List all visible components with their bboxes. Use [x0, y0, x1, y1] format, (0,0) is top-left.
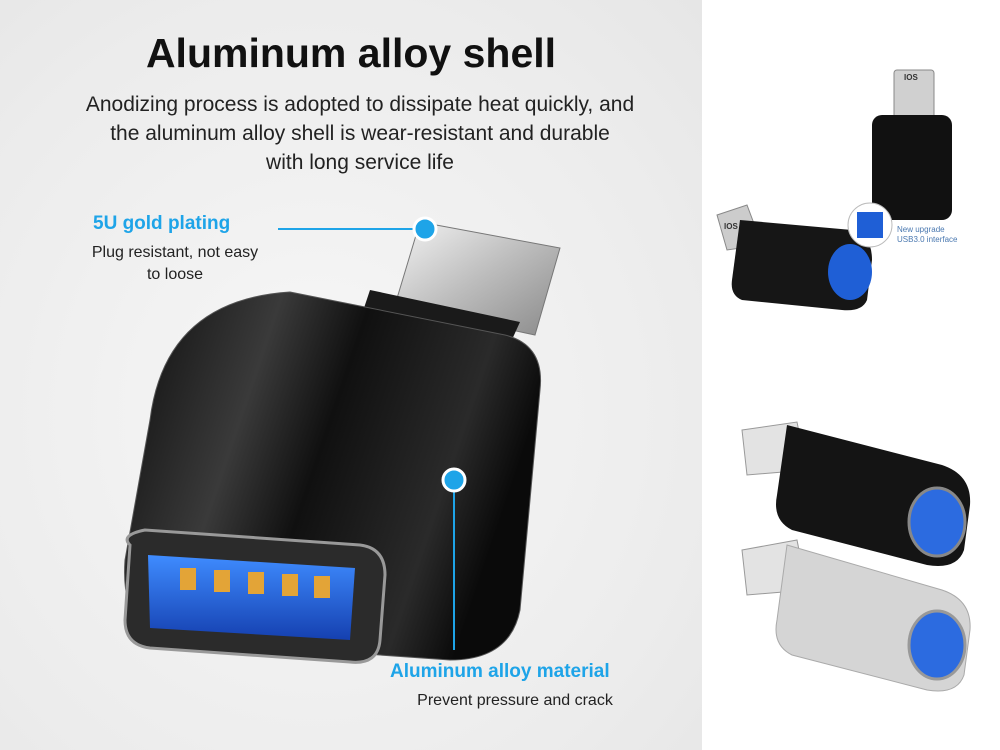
callout-line: Plug resistant, not easy	[91, 244, 259, 261]
callout-dot	[441, 467, 467, 493]
callout-material-text: Prevent pressure and crack	[380, 690, 650, 712]
headline: Aluminum alloy shell	[145, 30, 557, 76]
upgrade-note-line: New upgrade	[897, 225, 945, 234]
side-image-panel: IOS IOS New upgrade USB3.0 interface	[702, 0, 1000, 750]
main-adapter-image	[123, 216, 561, 664]
callout-line: to loose	[146, 266, 204, 283]
ios-label: IOS	[724, 222, 738, 231]
description-line: Anodizing process is adopted to dissipat…	[85, 93, 635, 116]
description: Anodizing process is adopted to dissipat…	[20, 90, 700, 177]
callout-dot	[412, 216, 438, 242]
callout-gold-plating-text: Plug resistant, not easy to loose	[60, 242, 290, 286]
main-product-panel: Aluminum alloy shell Anodizing process i…	[0, 0, 702, 750]
upgrade-note-line: USB3.0 interface	[897, 235, 958, 244]
side-adapters-image	[716, 69, 971, 692]
ios-label: IOS	[904, 73, 918, 82]
upgrade-note: New upgrade USB3.0 interface	[897, 225, 957, 245]
callout-material-title: Aluminum alloy material	[390, 661, 610, 682]
usb-port	[148, 555, 355, 640]
description-line: with long service life	[266, 151, 454, 174]
callout-gold-plating-title: 5U gold plating	[93, 213, 231, 234]
callout-line: Prevent pressure and crack	[417, 692, 613, 709]
description-line: the aluminum alloy shell is wear-resista…	[110, 122, 610, 145]
